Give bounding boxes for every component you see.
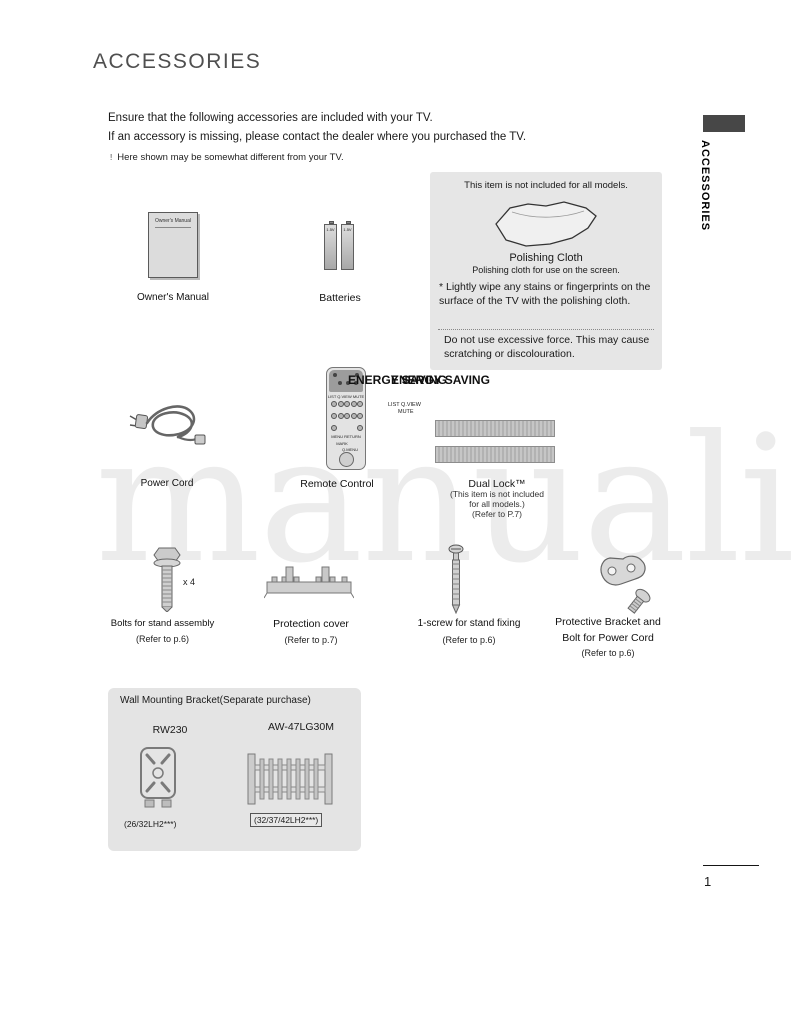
page-title: ACCESSORIES bbox=[93, 50, 262, 73]
remote-button bbox=[338, 381, 342, 385]
polishing-cloth-icon bbox=[495, 201, 597, 247]
intro-note-text: Here shown may be somewhat different fro… bbox=[117, 152, 344, 163]
energy-saving-text-ghost: ENERGY SAVING bbox=[348, 373, 447, 387]
remote-nav-wheel bbox=[339, 452, 354, 467]
battery-voltage: 1.5V bbox=[343, 227, 352, 232]
protection-cover-label: Protection cover bbox=[273, 618, 349, 630]
battery-icon: 1.5V bbox=[324, 221, 337, 270]
remote-row-labels: LIST Q.VIEW MUTE bbox=[327, 394, 365, 399]
owners-manual-cover-text: Owner's Manual bbox=[155, 218, 191, 224]
power-cord-label: Power Cord bbox=[140, 478, 194, 489]
protective-bracket-label-1: Protective Bracket and bbox=[555, 616, 661, 628]
remote-key bbox=[357, 413, 363, 419]
wall-mount-model-2-name: AW-47LG30M bbox=[268, 721, 334, 733]
battery-terminal bbox=[345, 221, 351, 224]
remote-key bbox=[357, 401, 363, 407]
dual-lock-strip bbox=[435, 446, 555, 463]
remote-key bbox=[331, 401, 337, 407]
polishing-box-header: This item is not included for all models… bbox=[464, 180, 628, 191]
remote-qmenu-label: Q.MENU bbox=[342, 447, 358, 452]
wall-mount-model-2-sizes: (32/37/42LH2***) bbox=[250, 813, 323, 827]
bolts-refer: (Refer to p.6) bbox=[135, 634, 190, 644]
stand-screw-refer: (Refer to p.6) bbox=[442, 635, 496, 645]
remote-key bbox=[357, 425, 363, 431]
remote-key bbox=[350, 401, 357, 407]
polishing-instruction: * Lightly wipe any stains or fingerprint… bbox=[439, 281, 651, 307]
remote-menu-return-label: MENU RETURN bbox=[331, 434, 361, 439]
wall-mount-title: Wall Mounting Bracket(Separate purchase) bbox=[120, 695, 311, 706]
remote-top-section bbox=[329, 370, 363, 392]
remote-key bbox=[350, 413, 357, 419]
remote-key bbox=[344, 401, 350, 407]
remote-key bbox=[331, 425, 337, 431]
wall-mount-bracket-aw47lg30m-figure bbox=[247, 753, 333, 805]
dual-lock-note-2: for all models.) bbox=[469, 498, 525, 509]
batteries-figure: 1.5V 1.5V bbox=[324, 220, 356, 274]
remote-key bbox=[344, 413, 350, 419]
note-mark-icon: ! bbox=[110, 153, 113, 162]
remote-control-figure: LIST Q.VIEW MUTE MENU RETURN MARK Q.MENU bbox=[326, 367, 366, 470]
owners-manual-label: Owner's Manual bbox=[137, 292, 209, 303]
battery-voltage: 1.5V bbox=[326, 227, 335, 232]
remote-button bbox=[355, 373, 359, 377]
sidebar-section-label: ACCESSORIES bbox=[699, 140, 711, 232]
remote-key bbox=[337, 413, 344, 419]
battery-icon: 1.5V bbox=[341, 221, 354, 270]
batteries-label: Batteries bbox=[319, 292, 361, 304]
polishing-cloth-title: Polishing Cloth bbox=[509, 252, 583, 264]
dual-lock-refer: (Refer to P.7) bbox=[472, 509, 522, 519]
wall-mount-bracket-rw230-figure bbox=[140, 747, 176, 808]
protective-bracket-figure bbox=[600, 555, 651, 614]
remote-side-label-2: MUTE bbox=[398, 409, 414, 415]
stand-screw-label: 1-screw for stand fixing bbox=[417, 618, 521, 629]
stand-screw-figure bbox=[448, 544, 464, 614]
protection-cover-refer: (Refer to p.7) bbox=[284, 635, 338, 645]
bolt-count: x 4 bbox=[183, 577, 196, 587]
polishing-cloth-box: This item is not included for all models… bbox=[430, 172, 662, 370]
dual-lock-title: Dual Lock™ bbox=[468, 478, 526, 490]
remote-keypad bbox=[331, 401, 363, 431]
polishing-warning: Do not use excessive force. This may cau… bbox=[444, 334, 650, 360]
protective-bracket-label-2: Bolt for Power Cord bbox=[562, 632, 654, 644]
bolts-label: Bolts for stand assembly bbox=[110, 618, 215, 629]
footer-rule bbox=[703, 865, 759, 866]
remote-control-label: Remote Control bbox=[300, 478, 374, 490]
intro-line-2: If an accessory is missing, please conta… bbox=[108, 131, 527, 143]
protection-cover-figure bbox=[264, 566, 354, 599]
stand-bolt-figure bbox=[153, 547, 181, 612]
page-number: 1 bbox=[704, 874, 712, 889]
remote-button bbox=[354, 381, 358, 385]
dual-lock-note-1: (This item is not included bbox=[449, 489, 544, 499]
remote-mark-label: MARK bbox=[336, 441, 348, 446]
remote-power-button bbox=[333, 373, 337, 377]
owners-manual-figure: Owner's Manual bbox=[148, 212, 198, 278]
wall-mount-box: Wall Mounting Bracket(Separate purchase)… bbox=[108, 688, 361, 851]
wall-mount-model-1-name: RW230 bbox=[152, 724, 188, 736]
intro-note: ! Here shown may be somewhat different fr… bbox=[110, 152, 344, 163]
protective-bracket-refer: (Refer to p.6) bbox=[581, 648, 635, 658]
remote-key bbox=[337, 401, 344, 407]
sidebar-tab-block bbox=[703, 115, 745, 132]
energy-saving-text: ENERGY SAVING bbox=[391, 373, 490, 387]
dotted-divider bbox=[438, 329, 654, 330]
dual-lock-labels: Dual Lock™ (This item is not included fo… bbox=[430, 478, 564, 519]
battery-terminal bbox=[328, 221, 334, 224]
intro-line-1: Ensure that the following accessories ar… bbox=[108, 112, 433, 124]
remote-button bbox=[346, 381, 350, 385]
owners-manual-cover-rule bbox=[155, 227, 191, 228]
wall-mount-model-1-sizes: (26/32LH2***) bbox=[124, 819, 177, 829]
dual-lock-strip bbox=[435, 420, 555, 437]
polishing-cloth-subtitle: Polishing cloth for use on the screen. bbox=[472, 265, 620, 275]
remote-side-label-1: LIST Q.VIEW bbox=[388, 402, 421, 408]
remote-key bbox=[331, 413, 337, 419]
power-cord-figure bbox=[129, 405, 206, 445]
